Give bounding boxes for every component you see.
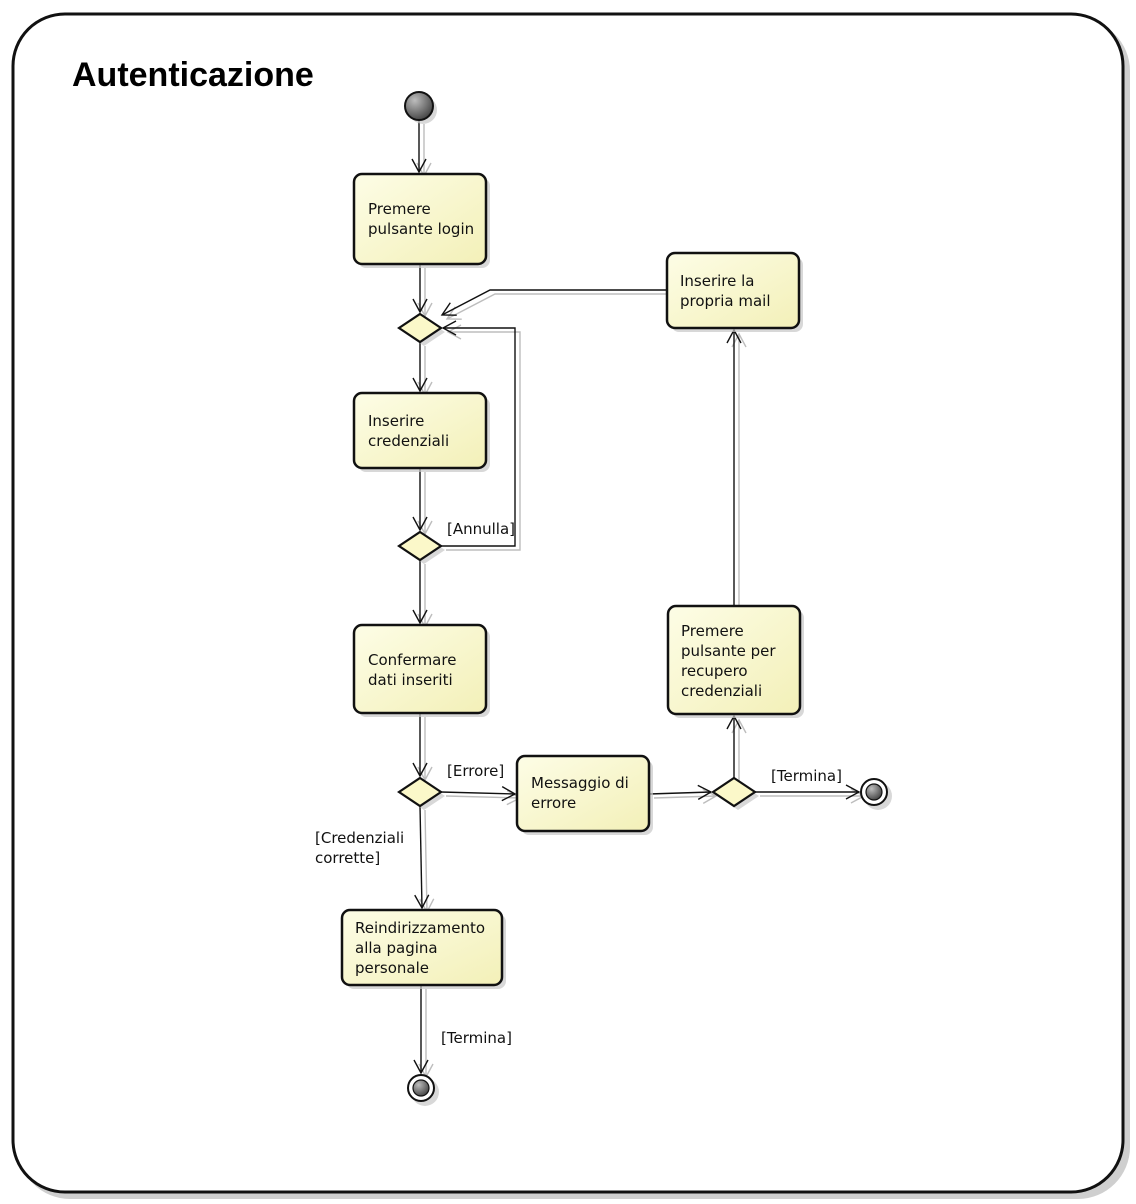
text-line: Premere (368, 200, 431, 218)
flow-mail-to-merge (440, 289, 671, 320)
diagram-frame (11, 12, 1125, 1194)
action-reindirizzamento-pagina-personale: Reindirizzamento alla pagina personale (340, 908, 506, 989)
arrowhead-icon (412, 298, 428, 314)
text-line: Inserire (368, 412, 424, 430)
arrowhead-icon (501, 786, 517, 802)
arrowhead-icon (412, 516, 428, 532)
decision-node-annulla (397, 530, 445, 564)
text-line: Inserire la (680, 272, 755, 290)
text-line: [Termina] (441, 1029, 512, 1047)
action-premere-pulsante-recupero: Premere pulsante per recupero credenziali (666, 604, 804, 718)
text-line: [Annulla] (447, 520, 515, 538)
action-messaggio-di-errore: Messaggio di errore (515, 754, 653, 835)
flow-annulla-loop (441, 320, 521, 551)
flow-confermare-to-errore (412, 713, 433, 782)
guard-termina-right: [Termina] (771, 767, 842, 785)
arrowhead-icon (413, 1059, 429, 1075)
text-line: recupero (681, 662, 748, 680)
final-node-icon (860, 778, 892, 810)
text-line: dati inseriti (368, 671, 453, 689)
text-line: Premere (681, 622, 744, 640)
text-line: personale (355, 959, 429, 977)
arrowhead-icon (412, 762, 428, 778)
final-node-icon (407, 1074, 439, 1106)
text-line: Reindirizzamento (355, 919, 485, 937)
action-premere-pulsante-login: Premere pulsante login (352, 172, 490, 268)
text-line: corrette] (315, 849, 380, 867)
flow-credenziali-to-annulla (412, 468, 433, 536)
flow-messaggio-to-termina (648, 784, 718, 805)
arrowhead-icon (441, 320, 457, 336)
arrowhead-icon (412, 377, 428, 393)
text-line: credenziali (368, 432, 449, 450)
flow-login-to-merge (412, 264, 433, 318)
action-inserire-propria-mail: Inserire la propria mail (665, 251, 803, 332)
arrowhead-icon (414, 894, 430, 910)
arrowhead-icon (697, 784, 713, 801)
initial-node-icon (404, 91, 437, 124)
text-line: pulsante per (681, 642, 776, 660)
action-confermare-dati-inseriti: Confermare dati inseriti (352, 623, 490, 717)
guard-annulla: [Annulla] (447, 520, 515, 538)
text-line: [Credenziali (315, 829, 404, 847)
decision-node-errore (397, 776, 445, 810)
arrowhead-icon (411, 158, 427, 174)
flow-recupero-to-mail (726, 328, 747, 610)
guard-termina-bottom: [Termina] (441, 1029, 512, 1047)
control-flows (411, 120, 866, 1079)
text-line: [Termina] (771, 767, 842, 785)
guard-credenziali-corrette: [Credenziali corrette] (315, 829, 404, 867)
text-line: alla pagina (355, 939, 438, 957)
arrowhead-icon (440, 302, 457, 316)
arrowhead-icon (412, 609, 428, 625)
action-inserire-credenziali: Inserire credenziali (352, 391, 490, 472)
flow-merge-to-credenziali (412, 342, 433, 397)
text-line: Messaggio di (531, 774, 629, 792)
text-line: errore (531, 794, 576, 812)
diagram-title: Autenticazione (72, 56, 314, 94)
guard-errore: [Errore] (447, 762, 504, 780)
text-line: credenziali (681, 682, 762, 700)
flow-termina-to-recupero (726, 714, 747, 782)
text-line: Confermare (368, 651, 456, 669)
flow-errore-to-messaggio (440, 786, 522, 806)
decision-node-termina (711, 776, 759, 810)
text-line: pulsante login (368, 220, 474, 238)
flow-termina-to-final (755, 784, 866, 804)
text-line: [Errore] (447, 762, 504, 780)
text-line: propria mail (680, 292, 771, 310)
decision-node-merge (397, 312, 445, 346)
arrowhead-icon (845, 784, 861, 800)
